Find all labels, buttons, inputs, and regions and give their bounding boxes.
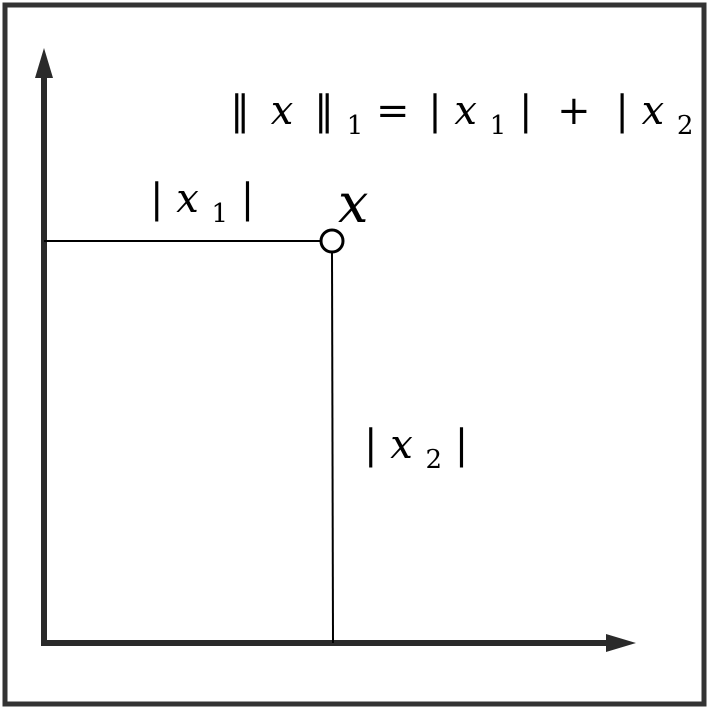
point-marker <box>319 228 345 254</box>
x2-label-open: | <box>364 422 377 468</box>
formula-equals: = <box>376 88 410 134</box>
x2-label-close: | <box>455 422 468 468</box>
formula-bar1-open: | <box>428 88 441 134</box>
x-axis-arrowhead <box>606 634 636 652</box>
formula-plus: + <box>557 88 591 134</box>
formula-bar2-close: | <box>706 88 709 134</box>
formula-norm-sub: 1 <box>347 111 364 141</box>
vertical-projection-line <box>331 252 334 644</box>
formula-x2-sub: 2 <box>677 111 694 141</box>
point-label: x <box>338 172 368 235</box>
x1-label-sub: 1 <box>211 199 228 229</box>
formula-x1: x <box>454 88 477 134</box>
x2-label-var: x <box>390 422 413 468</box>
formula-bar1-close: | <box>519 88 532 134</box>
formula-norm-var: x <box>271 88 294 134</box>
formula-x1-sub: 1 <box>490 111 507 141</box>
formula-bar2-open: | <box>615 88 628 134</box>
formula-norm-open: ‖ <box>230 88 250 134</box>
x1-label-close: | <box>241 176 254 222</box>
formula-x2: x <box>642 88 665 134</box>
formula-norm-close: ‖ <box>314 88 334 134</box>
l1-norm-formula: ‖ x ‖ 1 = | x 1 | + | x 2 | <box>230 88 709 144</box>
x1-abs-label: | x 1 | <box>150 176 254 232</box>
x2-label-sub: 2 <box>425 445 442 475</box>
x1-label-var: x <box>176 176 199 222</box>
x2-abs-label: | x 2 | <box>364 422 468 478</box>
x1-label-open: | <box>150 176 163 222</box>
y-axis-arrowhead <box>35 48 53 78</box>
